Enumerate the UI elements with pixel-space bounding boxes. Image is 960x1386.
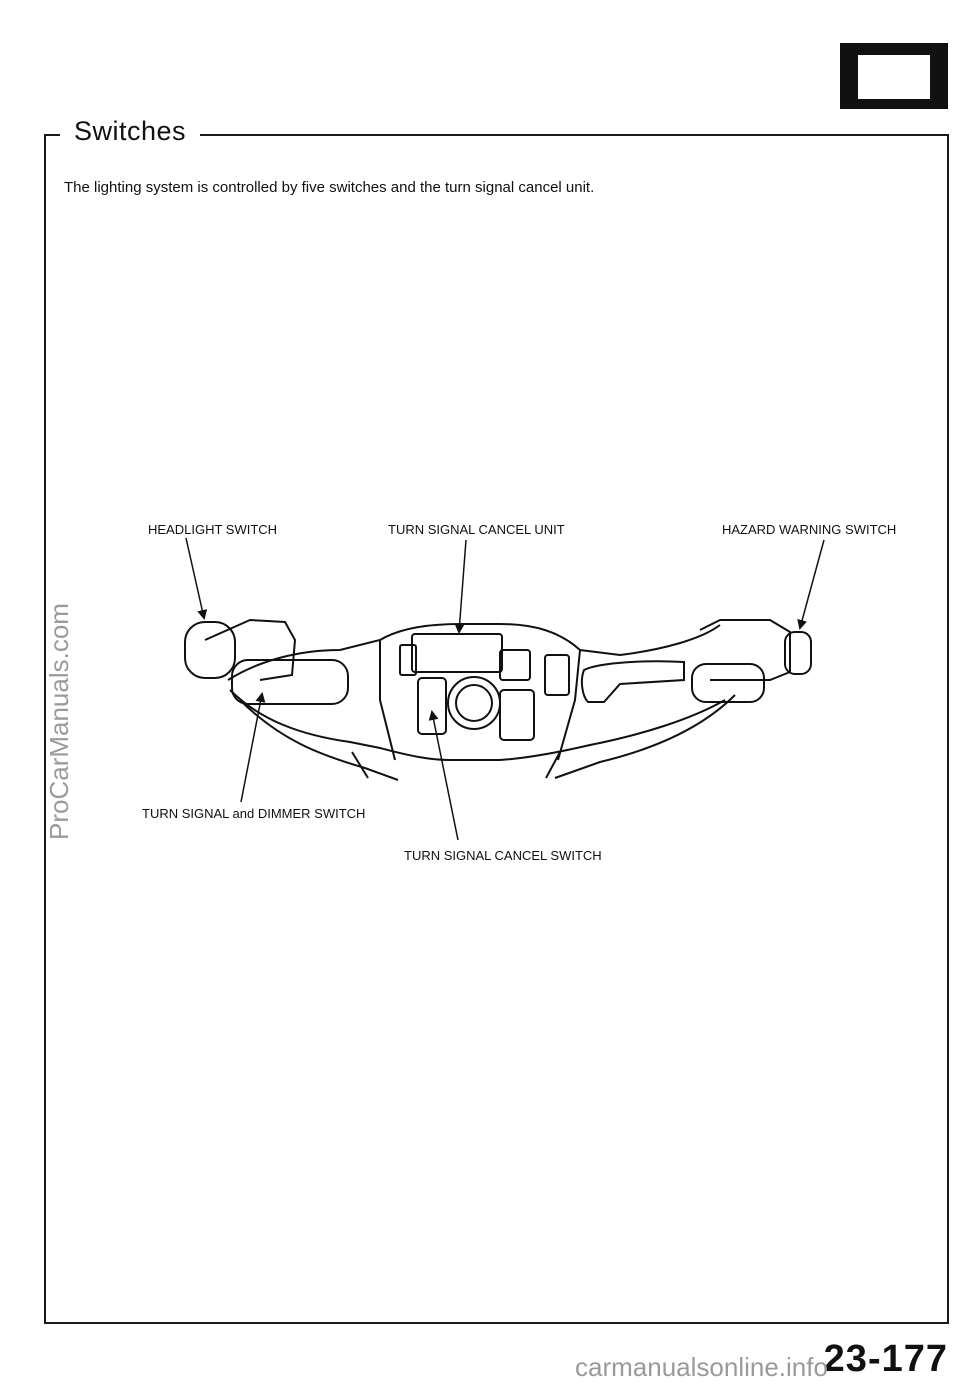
watermark-bottom: carmanualsonline.info	[575, 1352, 828, 1382]
label-hazard-warning-switch: HAZARD WARNING SWITCH	[722, 522, 897, 537]
battery-icon: – +	[840, 43, 948, 109]
housing-center-left	[379, 640, 396, 761]
leader-headlight-switch	[185, 537, 208, 620]
housing-right-skirt	[554, 694, 736, 779]
turn-signal-lever	[231, 659, 349, 705]
cancel-switch-body	[417, 677, 447, 735]
leader-turn-signal-cancel-switch	[428, 710, 459, 841]
label-turn-signal-dimmer-switch: TURN SIGNAL and DIMMER SWITCH	[142, 806, 366, 821]
section-title: Switches	[60, 116, 201, 147]
battery-minus-sign: –	[870, 54, 882, 76]
hazard-switch-knob	[784, 631, 812, 675]
housing-center-right	[557, 649, 581, 761]
headlight-knob	[184, 621, 236, 679]
leader-turn-signal-dimmer-switch	[240, 692, 266, 803]
hazard-switch-housing	[699, 619, 791, 681]
leader-turn-signal-cancel-unit	[454, 539, 467, 634]
cancel-unit-body	[411, 633, 503, 673]
housing-mid-curve	[229, 689, 726, 761]
watermark-side: ProCarManuals.com	[44, 603, 74, 840]
wiper-lever	[580, 660, 685, 703]
page-number: 23-177	[823, 1338, 948, 1380]
wiper-switch-knob	[691, 663, 765, 703]
label-turn-signal-cancel-switch: TURN SIGNAL CANCEL SWITCH	[404, 848, 602, 863]
battery-plus-sign: +	[908, 51, 921, 76]
headlight-switch-housing	[204, 618, 297, 681]
housing-left-skirt	[239, 699, 399, 781]
housing-top-outline	[227, 623, 721, 681]
section-frame	[44, 134, 949, 1324]
label-headlight-switch: HEADLIGHT SWITCH	[148, 522, 278, 537]
leader-hazard-warning-switch	[797, 539, 825, 630]
intro-text: The lighting system is controlled by fiv…	[64, 179, 595, 196]
label-turn-signal-cancel-unit: TURN SIGNAL CANCEL UNIT	[388, 522, 565, 537]
